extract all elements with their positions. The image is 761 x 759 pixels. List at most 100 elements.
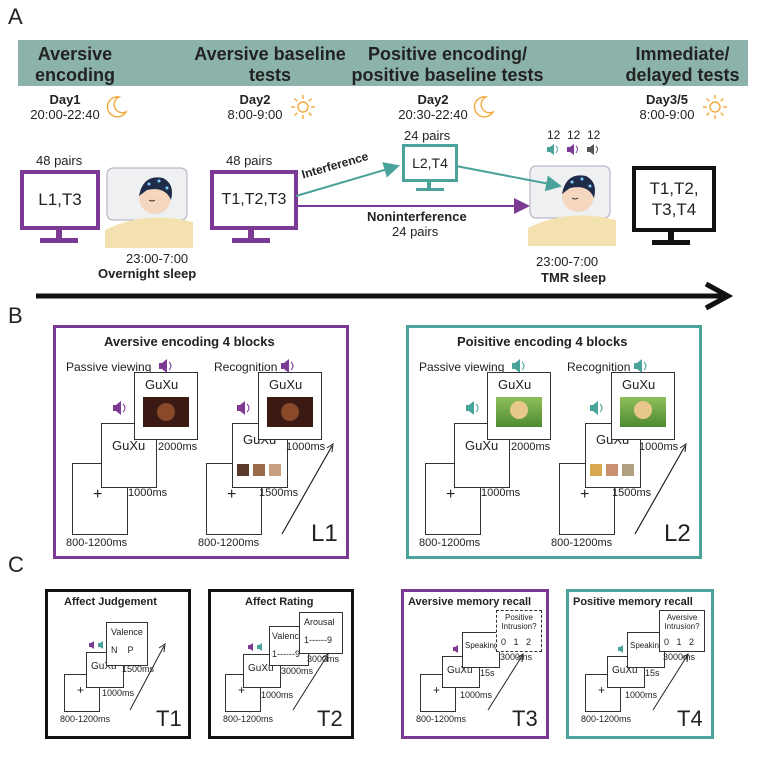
speaker-icon xyxy=(453,645,458,653)
task-box-t1: Affect Judgement + GuXu Valence N P 1500… xyxy=(45,589,191,739)
task-code: T3 xyxy=(512,706,538,731)
word-text: GuXu xyxy=(612,665,638,676)
monitor-stand-2 xyxy=(232,226,270,243)
time-t3: 15s xyxy=(480,668,495,678)
time-t1: 800-1200ms xyxy=(223,714,274,724)
time-t4: 3000ms xyxy=(663,652,696,662)
intrusion-frame: Positive Intrusion? 0 1 2 xyxy=(496,610,542,652)
time-t2: 1000ms xyxy=(625,690,658,700)
day-label-1: Day1 xyxy=(49,92,81,107)
time-label-2: 8:00-9:00 xyxy=(227,107,283,122)
teal-to-tmr-arrow xyxy=(455,165,562,192)
word-text: GuXu xyxy=(248,663,274,674)
speaker-icon-teal xyxy=(547,144,558,155)
fixation-cross: + xyxy=(446,486,456,503)
task-title: Positive memory recall xyxy=(573,596,693,608)
phase-aversive-baseline: Aversive baseline tests xyxy=(194,44,346,85)
time-word: 1000ms xyxy=(128,487,168,499)
time-t4: 3000ms xyxy=(307,654,340,664)
aversive-image xyxy=(143,397,189,427)
time-fix: 800-1200ms xyxy=(419,537,481,549)
valence-scale: N P xyxy=(111,645,134,655)
speaker-icon xyxy=(466,401,479,415)
task-code: T4 xyxy=(677,706,703,731)
monitor-screen-3: L2,T4 xyxy=(402,144,458,182)
noninterference-label: Noninterference xyxy=(367,209,467,224)
fixation-cross: + xyxy=(238,683,246,697)
panel-a-letter: A xyxy=(8,4,23,29)
moon-icon xyxy=(473,96,495,118)
task-title: Affect Judgement xyxy=(64,596,157,608)
fixation-cross: + xyxy=(77,683,85,697)
time-t4: 3000ms xyxy=(500,652,533,662)
sleeping-person-illustration-1 xyxy=(105,167,193,248)
moon-icon xyxy=(106,96,128,118)
task-box-t3: Aversive memory recall + GuXu Speaking P… xyxy=(401,589,549,739)
arousal-frame: Arousal 1------9 xyxy=(299,612,343,654)
time-t3: 1500ms xyxy=(122,664,155,674)
phase-immediate-delayed: Immediate/ delayed tests xyxy=(625,44,740,85)
time-label-3: 20:30-22:40 xyxy=(398,107,468,122)
speaker-icon xyxy=(281,359,294,373)
intrusion-question: Positive Intrusion? xyxy=(501,613,537,631)
time-fix: 800-1200ms xyxy=(551,537,613,549)
thumb-image xyxy=(590,464,602,476)
aversive-image xyxy=(267,397,313,427)
phase-aversive-encoding: Aversive encoding xyxy=(35,44,115,85)
word-text: GuXu xyxy=(622,377,656,392)
positive-image xyxy=(620,397,666,427)
time-arrow xyxy=(129,642,166,711)
sleep2-label: TMR sleep xyxy=(541,270,607,285)
monitor-screen-4-text: T1,T2, T3,T4 xyxy=(649,179,699,219)
aversive-recognition-label: Recognition xyxy=(214,360,278,374)
task-title: Aversive memory recall xyxy=(408,596,532,608)
aversive-title: Aversive encoding 4 blocks xyxy=(104,334,275,349)
monitor-stand-1 xyxy=(40,226,78,243)
time-fix: 800-1200ms xyxy=(198,537,260,549)
intrusion-frame: Aversive Intrusion? 0 1 2 xyxy=(659,610,705,652)
phase-positive-encoding: Positive encoding/ positive baseline tes… xyxy=(351,44,544,85)
time-rec2: 1000ms xyxy=(639,441,679,453)
panel-b-letter: B xyxy=(8,303,23,328)
positive-image xyxy=(496,397,542,427)
time-img: 2000ms xyxy=(158,441,198,453)
speaking-label: Speaking xyxy=(630,641,664,650)
speaker-icon xyxy=(237,401,250,415)
speaker-icon xyxy=(512,359,525,373)
task-title: Affect Rating xyxy=(245,596,314,608)
sleep2-time: 23:00-7:00 xyxy=(536,254,599,269)
time-t3: 3000ms xyxy=(281,666,314,676)
speaker-icon-purple xyxy=(567,144,578,155)
timeline-banner xyxy=(18,40,748,86)
monitor-stand-3 xyxy=(416,180,444,191)
speaker-icon xyxy=(634,359,647,373)
day-label-2: Day2 xyxy=(239,92,271,107)
response-frame: Valence N P xyxy=(106,622,148,666)
time-t2: 1000ms xyxy=(102,688,135,698)
image-frame: GuXu xyxy=(258,372,322,440)
day-label-3: Day2 xyxy=(417,92,449,107)
positive-title: Poisitive encoding 4 blocks xyxy=(457,334,628,349)
time-fix: 800-1200ms xyxy=(66,537,128,549)
word-text: GuXu xyxy=(498,377,532,392)
intrusion-scale: 0 1 2 xyxy=(664,637,695,647)
thumb-image xyxy=(622,464,634,476)
time-word: 1000ms xyxy=(481,487,521,499)
block-code: L1 xyxy=(311,520,338,547)
word-text: GuXu xyxy=(465,438,499,453)
speaker-icon xyxy=(618,645,623,653)
time-t1: 800-1200ms xyxy=(416,714,467,724)
pairs-label-2: 48 pairs xyxy=(226,153,273,168)
interference-arrow xyxy=(295,162,400,197)
image-frame: GuXu xyxy=(487,372,551,440)
word-text: GuXu xyxy=(145,377,179,392)
monitor-screen-2: T1,T2,T3 xyxy=(210,170,298,230)
thumb-image xyxy=(253,464,265,476)
sleep1-time: 23:00-7:00 xyxy=(126,251,189,266)
valence-label: Valence xyxy=(272,631,304,641)
word-text: GuXu xyxy=(447,665,473,676)
time-t2: 1000ms xyxy=(261,690,294,700)
thumb-image xyxy=(606,464,618,476)
time-rec2: 1000ms xyxy=(286,441,326,453)
sleep1-label: Overnight sleep xyxy=(98,266,197,281)
